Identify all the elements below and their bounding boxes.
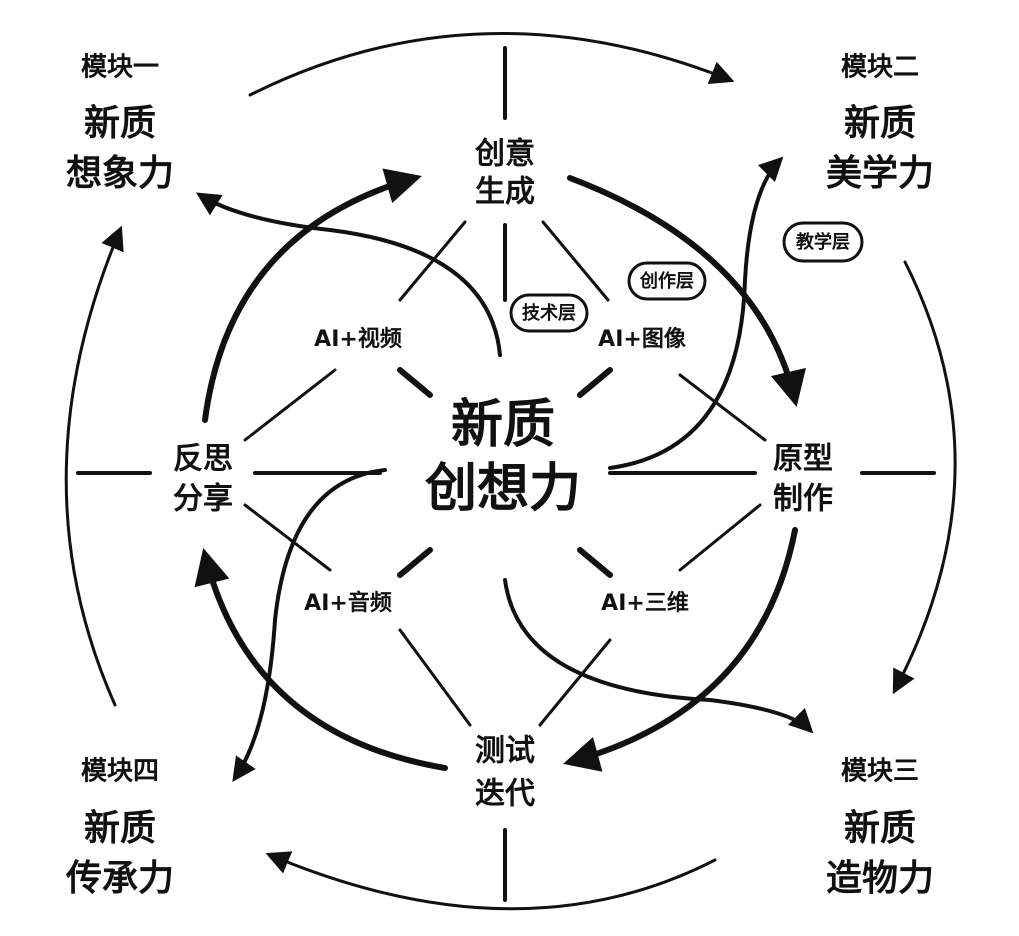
layer-label: 创作层	[639, 270, 694, 292]
stage-line1: 原型	[773, 442, 833, 477]
outer-arrow-left	[64, 225, 124, 707]
stage-ideation: 创意 生成	[474, 137, 535, 210]
ai-3d-label: AI+三维	[601, 590, 689, 616]
stage-prototype: 原型 制作	[773, 442, 833, 517]
layer-label: 技术层	[522, 302, 576, 324]
module-3: 模块三 新质 造物力	[826, 757, 934, 900]
module-title-line2: 美学力	[826, 152, 934, 194]
layer-label: 教学层	[796, 231, 850, 253]
outer-arrow-right	[892, 260, 957, 695]
layer-pill-creation: 创作层	[627, 261, 707, 301]
layer-pill-teaching: 教学层	[782, 221, 864, 263]
module-title-line2: 造物力	[826, 858, 934, 899]
center-line2: 创想力	[424, 459, 581, 519]
module-title-line2: 想象力	[66, 153, 174, 194]
module-title-line1: 新质	[844, 808, 916, 849]
ai-image-label: AI+图像	[598, 326, 687, 352]
stage-line2: 迭代	[475, 777, 535, 812]
center-title: 新质 创想力	[424, 395, 581, 519]
module-title-line2: 传承力	[65, 858, 174, 899]
ai-audio-label: AI+音频	[304, 590, 392, 616]
stage-line2: 分享	[173, 482, 233, 517]
module-label: 模块二	[841, 53, 919, 83]
outer-arrow-bottom	[265, 851, 717, 911]
outer-arrow-top	[248, 32, 735, 97]
stage-line1: 创意	[474, 137, 535, 172]
module-label: 模块四	[81, 757, 159, 787]
outer-cycle-arrows	[64, 32, 957, 911]
layer-pill-tech: 技术层	[509, 293, 589, 333]
module-title-line1: 新质	[84, 103, 156, 144]
stage-reflection: 反思 分享	[173, 442, 233, 517]
module-title-line1: 新质	[84, 808, 156, 849]
module-title-line1: 新质	[844, 103, 916, 144]
ai-video-label: AI+视频	[314, 326, 402, 352]
module-1: 模块一 新质 想象力	[66, 53, 174, 195]
center-line1: 新质	[451, 395, 555, 455]
stage-line2: 生成	[475, 175, 535, 210]
spoke-lines	[243, 220, 767, 727]
stage-line2: 制作	[773, 482, 833, 517]
stage-testing: 测试 迭代	[475, 734, 535, 812]
stage-line1: 测试	[475, 734, 535, 769]
module-label: 模块一	[81, 53, 159, 83]
axis-ticks	[76, 46, 936, 902]
swirl-arrows	[195, 156, 814, 782]
module-2: 模块二 新质 美学力	[826, 53, 934, 195]
stage-line1: 反思	[173, 442, 233, 477]
inner-cycle-arrows	[194, 168, 806, 772]
module-4: 模块四 新质 传承力	[65, 757, 174, 900]
module-label: 模块三	[841, 757, 919, 787]
